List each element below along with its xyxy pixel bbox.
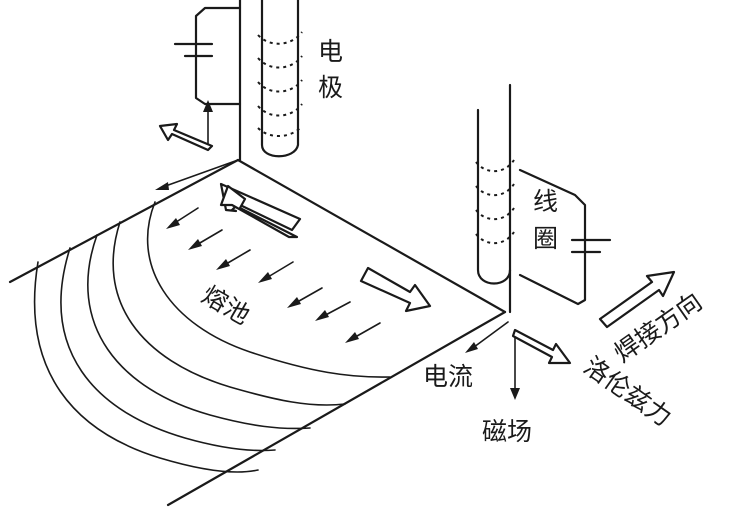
- flow-arrow: [166, 207, 199, 229]
- flow-arrow: [258, 261, 294, 283]
- label-current: 电流: [423, 362, 473, 391]
- left-electrode: [238, 0, 303, 162]
- pool-flow-arrow-upper: [219, 182, 302, 239]
- label-electrode-1: 电: [318, 37, 343, 66]
- pool-flow-arrow-lower: [359, 266, 432, 313]
- right-electrode: [475, 83, 515, 314]
- welding-direction-arrow: [598, 270, 676, 329]
- base-plate: [8, 158, 507, 507]
- flow-arrow: [216, 249, 251, 270]
- label-coil-1: 线: [533, 187, 558, 216]
- flow-arrow: [188, 229, 223, 250]
- label-magnetic-field: 磁场: [482, 417, 532, 446]
- right-force-arrows: [465, 321, 572, 400]
- flow-arrow: [345, 322, 381, 343]
- weld-bead-arcs: [33, 201, 391, 473]
- flow-arrow: [287, 287, 323, 308]
- label-weld-pool: 熔池: [197, 280, 255, 330]
- right-coil-circuit: [518, 168, 612, 306]
- left-force-arrows: [155, 100, 239, 190]
- label-electrode-2: 极: [318, 73, 343, 102]
- label-welding-direction: 焊接方向: [609, 287, 708, 368]
- flow-arrows: [166, 207, 381, 343]
- flow-arrow: [315, 301, 351, 321]
- label-coil-2: 圈: [533, 224, 558, 253]
- left-coil-circuit: [173, 6, 242, 106]
